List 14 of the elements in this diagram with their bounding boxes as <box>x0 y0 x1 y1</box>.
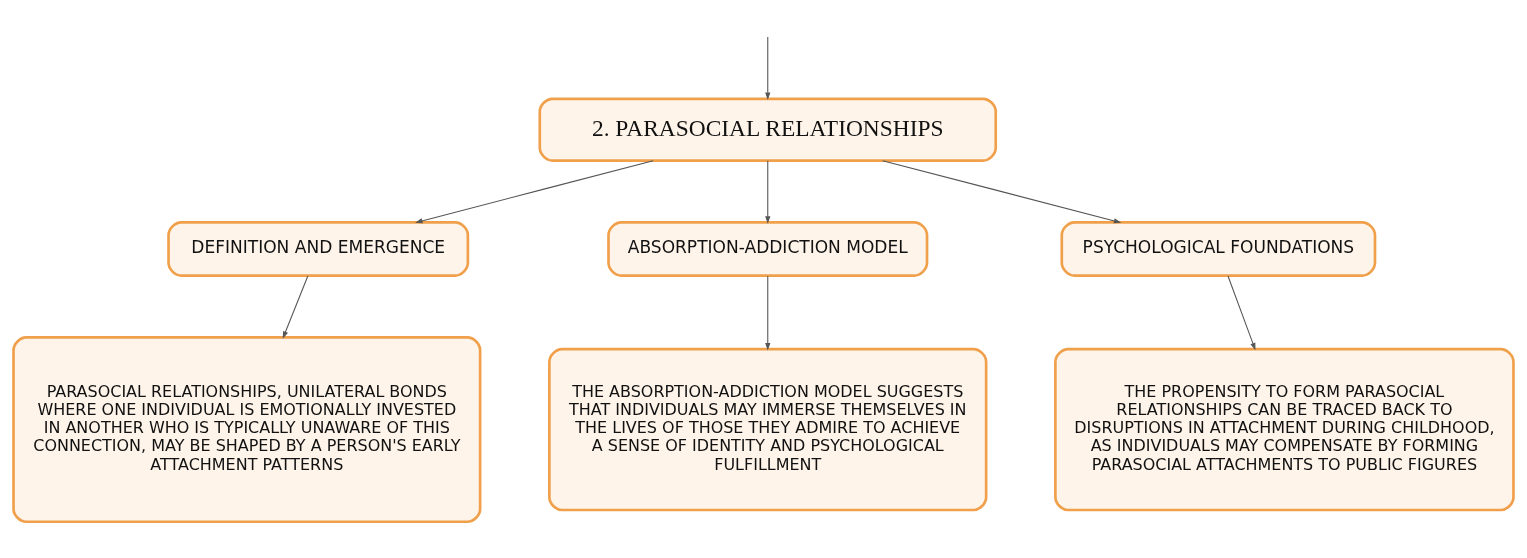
arrow <box>882 160 1122 224</box>
arrow <box>765 36 771 101</box>
node-box: 2. PARASOCIAL RELATIONSHIPS <box>538 97 998 162</box>
arrow <box>765 160 771 224</box>
node-box: ABSORPTION-ADDICTION MODEL <box>607 221 929 277</box>
node-box: DEFINITION AND EMERGENCE <box>167 221 470 277</box>
arrow <box>282 275 309 339</box>
arrow <box>1227 275 1256 351</box>
arrow <box>415 160 654 224</box>
node-box: THE PROPENSITY TO FORM PARASOCIAL RELATIONSHIPS CAN BE TRACED BACK TO DISRUPTIONS IN ATTACHMENT DURING CHILDHOOD, AS INDIVIDUALS MAY COMPENSATE BY FORMING PARASOCIAL ATTACHMENTS TO PUBLIC FIGURES <box>1054 347 1515 512</box>
node-box: THE ABSORPTION-ADDICTION MODEL SUGGESTS THAT INDIVIDUALS MAY IMMERSE THEMSELVES IN THE LIVES OF THOSE THEY ADMIRE TO ACHIEVE A SENSE OF IDENTITY AND PSYCHOLOGICAL FULFILLMENT <box>548 347 988 512</box>
node-box: PSYCHOLOGICAL FOUNDATIONS <box>1060 221 1377 277</box>
node-box: PARASOCIAL RELATIONSHIPS, UNILATERAL BONDS WHERE ONE INDIVIDUAL IS EMOTIONALLY INVESTED IN ANOTHER WHO IS TYPICALLY UNAWARE OF THIS CONNECTION, MAY BE SHAPED BY A PERSON'S EARLY ATTACHMENT PATTERNS <box>12 336 482 524</box>
arrow <box>765 275 771 351</box>
